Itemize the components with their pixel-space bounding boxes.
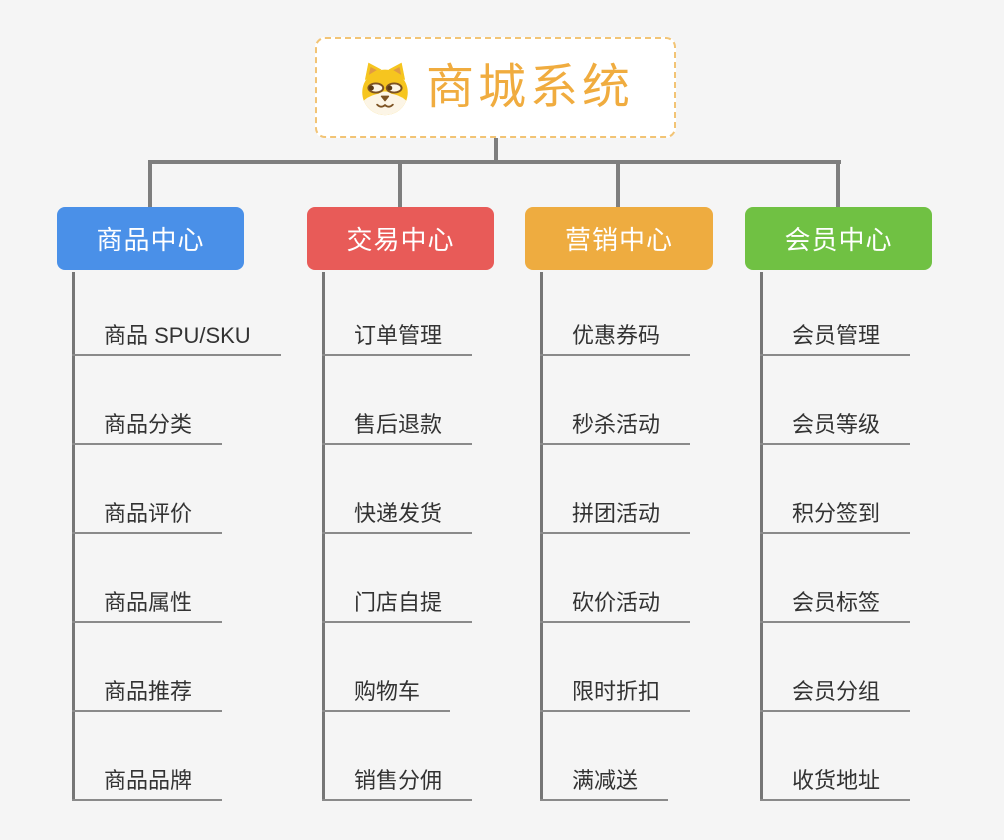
leaf-node[interactable]: 会员等级 bbox=[760, 412, 911, 445]
leaf-node[interactable]: 会员标签 bbox=[760, 590, 911, 623]
leaf-node[interactable]: 商品属性 bbox=[72, 590, 223, 623]
dog-face-icon bbox=[357, 59, 413, 117]
leaf-node[interactable]: 优惠券码 bbox=[540, 323, 691, 356]
leaf-node[interactable]: 售后退款 bbox=[322, 412, 473, 445]
root-node[interactable]: 商城系统 bbox=[315, 37, 676, 138]
leaf-node[interactable]: 销售分佣 bbox=[322, 768, 473, 801]
branch-node-marketing-center[interactable]: 营销中心 bbox=[525, 207, 713, 270]
leaf-node[interactable]: 收货地址 bbox=[760, 768, 911, 801]
leaf-node[interactable]: 订单管理 bbox=[322, 323, 473, 356]
leaf-node[interactable]: 限时折扣 bbox=[540, 679, 691, 712]
branch-node-label: 交易中心 bbox=[346, 225, 455, 255]
connector-spine-trade-center bbox=[322, 272, 325, 801]
branch-node-label: 商品中心 bbox=[96, 225, 205, 255]
branch-node-label: 会员中心 bbox=[784, 225, 893, 255]
connector-spine-product-center bbox=[72, 272, 75, 801]
leaf-node[interactable]: 满减送 bbox=[540, 768, 669, 801]
leaf-node[interactable]: 会员管理 bbox=[760, 323, 911, 356]
leaf-node[interactable]: 会员分组 bbox=[760, 679, 911, 712]
connector-spine-marketing-center bbox=[540, 272, 543, 801]
leaf-node[interactable]: 购物车 bbox=[322, 679, 451, 712]
connector-drop-trade-center bbox=[398, 160, 402, 207]
branch-node-label: 营销中心 bbox=[564, 225, 673, 255]
leaf-node[interactable]: 快递发货 bbox=[322, 501, 473, 534]
leaf-node[interactable]: 商品分类 bbox=[72, 412, 223, 445]
branch-node-product-center[interactable]: 商品中心 bbox=[57, 207, 244, 270]
leaf-node[interactable]: 商品 SPU/SKU bbox=[72, 323, 281, 356]
leaf-node[interactable]: 商品品牌 bbox=[72, 768, 223, 801]
connector-drop-member-center bbox=[836, 160, 840, 207]
connector-drop-product-center bbox=[148, 160, 152, 207]
branch-node-trade-center[interactable]: 交易中心 bbox=[307, 207, 494, 270]
leaf-node[interactable]: 积分签到 bbox=[760, 501, 911, 534]
leaf-node[interactable]: 秒杀活动 bbox=[540, 412, 691, 445]
leaf-node[interactable]: 商品推荐 bbox=[72, 679, 223, 712]
leaf-node[interactable]: 拼团活动 bbox=[540, 501, 691, 534]
connector-rail bbox=[148, 160, 841, 164]
connector-spine-member-center bbox=[760, 272, 763, 801]
root-node-label: 商城系统 bbox=[425, 60, 634, 114]
leaf-node[interactable]: 砍价活动 bbox=[540, 590, 691, 623]
connector-drop-marketing-center bbox=[616, 160, 620, 207]
leaf-node[interactable]: 门店自提 bbox=[322, 590, 473, 623]
connector-root-stub bbox=[494, 138, 498, 164]
leaf-node[interactable]: 商品评价 bbox=[72, 501, 223, 534]
branch-node-member-center[interactable]: 会员中心 bbox=[745, 207, 932, 270]
